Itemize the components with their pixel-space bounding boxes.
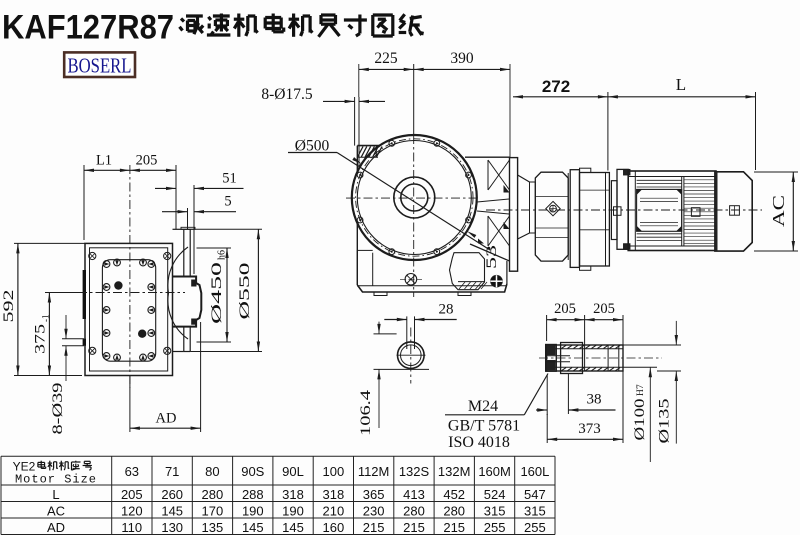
svg-text:ISO 4018: ISO 4018 xyxy=(448,434,510,451)
svg-text:547: 547 xyxy=(524,487,546,502)
svg-text:8-Ø17.5: 8-Ø17.5 xyxy=(261,86,312,103)
svg-text:GB/T 5781: GB/T 5781 xyxy=(448,418,520,435)
svg-text:AC: AC xyxy=(47,504,65,519)
svg-text:Ø100: Ø100 xyxy=(632,399,648,441)
svg-text:365: 365 xyxy=(363,487,385,502)
svg-text:375: 375 xyxy=(33,324,49,354)
svg-text:592: 592 xyxy=(1,290,17,323)
svg-text:280: 280 xyxy=(403,504,425,519)
svg-text:L: L xyxy=(52,487,59,502)
svg-text:Ø450: Ø450 xyxy=(209,262,225,324)
svg-text:205: 205 xyxy=(136,153,158,169)
svg-text:90L: 90L xyxy=(282,464,304,479)
svg-text:AC: AC xyxy=(769,195,788,227)
svg-text:BOSERL: BOSERL xyxy=(68,53,132,77)
svg-text:AD: AD xyxy=(47,520,65,535)
svg-text:205: 205 xyxy=(593,301,615,317)
svg-text:190: 190 xyxy=(282,504,304,519)
svg-text:215: 215 xyxy=(363,520,385,535)
svg-text:255: 255 xyxy=(524,520,546,535)
svg-text:145: 145 xyxy=(282,520,304,535)
svg-text:130: 130 xyxy=(161,520,183,535)
svg-text:YE2: YE2 xyxy=(13,460,36,474)
svg-text:Ø500: Ø500 xyxy=(295,138,330,155)
svg-text:53: 53 xyxy=(484,245,500,269)
svg-text:318: 318 xyxy=(282,487,304,502)
svg-text:215: 215 xyxy=(443,520,465,535)
svg-text:M24: M24 xyxy=(468,398,498,415)
svg-text:71: 71 xyxy=(165,464,179,479)
svg-text:255: 255 xyxy=(484,520,506,535)
svg-text:132M: 132M xyxy=(438,464,471,479)
svg-text:452: 452 xyxy=(443,487,465,502)
svg-text:5: 5 xyxy=(224,194,231,210)
svg-text:H7: H7 xyxy=(636,384,646,396)
svg-text:170: 170 xyxy=(202,504,224,519)
svg-text:524: 524 xyxy=(484,487,506,502)
svg-text:L: L xyxy=(676,75,686,94)
svg-text:145: 145 xyxy=(161,504,183,519)
svg-text:230: 230 xyxy=(363,504,385,519)
svg-text:110: 110 xyxy=(121,520,142,535)
svg-text:Ø135: Ø135 xyxy=(657,399,673,444)
svg-text:160M: 160M xyxy=(478,464,511,479)
svg-text:-1: -1 xyxy=(41,315,51,323)
svg-text:145: 145 xyxy=(242,520,264,535)
svg-text:280: 280 xyxy=(202,487,224,502)
svg-text:190: 190 xyxy=(242,504,264,519)
svg-text:160L: 160L xyxy=(520,464,549,479)
svg-text:272: 272 xyxy=(542,77,570,96)
svg-text:63: 63 xyxy=(125,464,139,479)
svg-text:106.4: 106.4 xyxy=(358,389,374,436)
svg-text:90S: 90S xyxy=(241,464,264,479)
svg-text:100: 100 xyxy=(323,464,345,479)
svg-text:120: 120 xyxy=(121,504,143,519)
svg-text:8-Ø39: 8-Ø39 xyxy=(50,383,66,435)
svg-text:288: 288 xyxy=(242,487,264,502)
svg-text:28: 28 xyxy=(439,302,454,318)
svg-text:315: 315 xyxy=(524,504,546,519)
svg-text:Ø550: Ø550 xyxy=(237,263,253,320)
svg-text:205: 205 xyxy=(554,301,576,317)
svg-text:260: 260 xyxy=(161,487,183,502)
svg-text:315: 315 xyxy=(484,504,506,519)
svg-text:210: 210 xyxy=(323,504,345,519)
svg-text:215: 215 xyxy=(403,520,425,535)
svg-text:160: 160 xyxy=(323,520,345,535)
svg-text:132S: 132S xyxy=(399,464,430,479)
svg-text:205: 205 xyxy=(121,487,143,502)
svg-text:318: 318 xyxy=(323,487,345,502)
svg-text:135: 135 xyxy=(202,520,224,535)
svg-text:112M: 112M xyxy=(358,464,390,479)
svg-text:AD: AD xyxy=(156,411,177,427)
svg-text:413: 413 xyxy=(403,487,425,502)
svg-text:80: 80 xyxy=(205,464,219,479)
svg-text:L1: L1 xyxy=(96,153,112,169)
svg-text:KAF127R87: KAF127R87 xyxy=(2,9,174,47)
svg-text:h6: h6 xyxy=(217,250,228,260)
svg-text:38: 38 xyxy=(587,392,602,408)
svg-text:390: 390 xyxy=(450,50,474,67)
svg-text:51: 51 xyxy=(222,171,237,187)
svg-text:225: 225 xyxy=(374,50,398,67)
svg-text:280: 280 xyxy=(443,504,465,519)
svg-text:373: 373 xyxy=(578,421,601,437)
svg-text:Motor Size: Motor Size xyxy=(15,473,97,487)
